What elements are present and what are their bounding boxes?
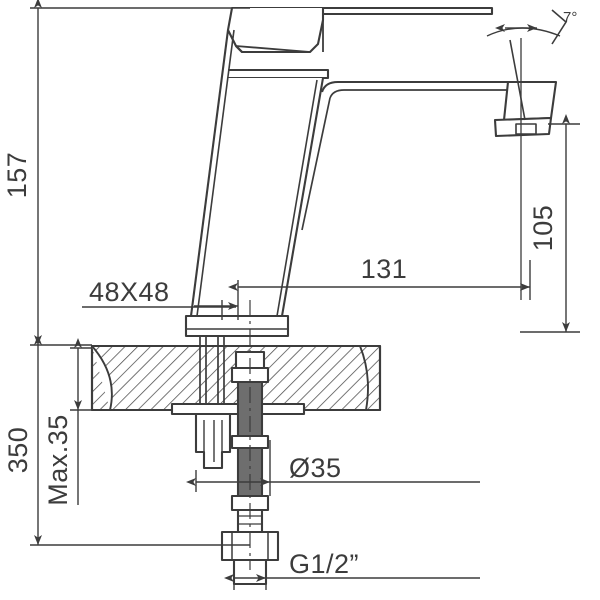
dimension-label-g-half-inch: G1/2” xyxy=(289,549,359,579)
dimension-label-48x48: 48X48 xyxy=(89,277,170,307)
handle-lever-icon xyxy=(222,6,494,80)
dimension-label-105: 105 xyxy=(528,205,558,252)
dimension-mounting-hole xyxy=(186,440,480,496)
dimension-spout-height xyxy=(520,114,580,333)
dimension-base-footprint-leader xyxy=(82,300,236,320)
dimension-label-diameter-35: Ø35 xyxy=(289,453,342,483)
dimension-labels: 157 105 131 350 Max.35 48X48 Ø35 G1/2” 7… xyxy=(2,9,577,579)
dimension-label-350: 350 xyxy=(3,427,33,474)
spout-arm xyxy=(301,80,508,231)
base-plate xyxy=(184,314,290,338)
dimension-label-max-35: Max.35 xyxy=(43,414,73,506)
dimension-label-131: 131 xyxy=(361,254,408,284)
dimension-aerator-angle xyxy=(486,9,568,121)
dimension-hose-length xyxy=(30,335,250,546)
faucet-body-geometry xyxy=(90,6,558,586)
dimension-label-7-degrees: 7° xyxy=(563,9,577,26)
dimension-label-157: 157 xyxy=(2,152,32,199)
dimension-spout-reach xyxy=(228,260,531,320)
dimension-max-deck-thickness xyxy=(70,338,172,505)
faucet-body-column xyxy=(189,29,325,317)
dimension-thread-size xyxy=(224,566,480,590)
